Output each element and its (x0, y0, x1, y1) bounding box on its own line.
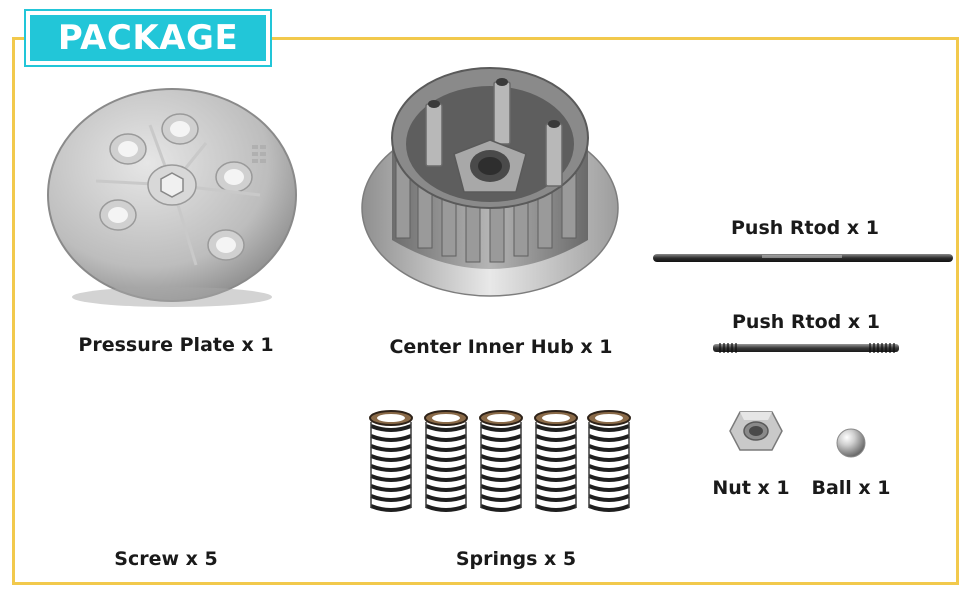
package-badge-fill: PACKAGE (30, 15, 266, 61)
ball-label: Ball x 1 (811, 477, 891, 499)
push-rod-long-image (652, 252, 954, 264)
screw-label: Screw x 5 (114, 548, 218, 570)
package-frame (12, 37, 959, 585)
push-rod-short-image (712, 341, 902, 355)
springs-label: Springs x 5 (455, 548, 577, 570)
nut-image (728, 406, 784, 456)
nut-label: Nut x 1 (712, 477, 790, 499)
springs-image (364, 408, 636, 518)
ball-image (835, 427, 867, 459)
package-title: PACKAGE (57, 18, 239, 58)
center-hub-label: Center Inner Hub x 1 (389, 336, 613, 358)
center-hub-image (356, 58, 624, 300)
pressure-plate-image (46, 85, 298, 317)
package-badge: PACKAGE (24, 9, 272, 67)
push-rod-short-label: Push Rtod x 1 (732, 311, 880, 333)
pressure-plate-label: Pressure Plate x 1 (78, 334, 274, 356)
push-rod-long-label: Push Rtod x 1 (731, 217, 879, 239)
